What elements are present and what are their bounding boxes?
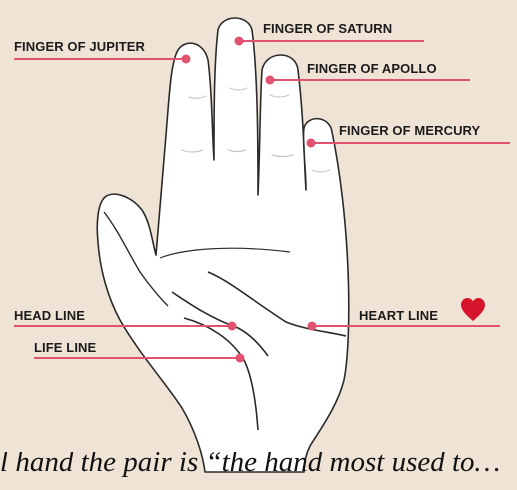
label-finger-of-saturn: FINGER OF SATURN — [263, 21, 392, 36]
label-finger-of-jupiter: FINGER OF JUPITER — [14, 39, 146, 54]
marker-apollo — [266, 76, 275, 85]
heart-icon — [461, 298, 485, 321]
marker-head-line — [228, 322, 237, 331]
marker-mercury — [307, 139, 316, 148]
label-life-line: LIFE LINE — [34, 340, 97, 355]
hand-illustration — [97, 18, 349, 472]
label-heart-line: HEART LINE — [359, 308, 438, 323]
label-head-line: HEAD LINE — [14, 308, 85, 323]
marker-jupiter — [182, 55, 191, 64]
label-finger-of-mercury: FINGER OF MERCURY — [339, 123, 481, 138]
marker-life-line — [236, 354, 245, 363]
marker-heart-line — [308, 322, 317, 331]
marker-saturn — [235, 37, 244, 46]
label-finger-of-apollo: FINGER OF APOLLO — [307, 61, 437, 76]
caption-text: ll hand the pair is “the hand most used … — [0, 452, 517, 490]
